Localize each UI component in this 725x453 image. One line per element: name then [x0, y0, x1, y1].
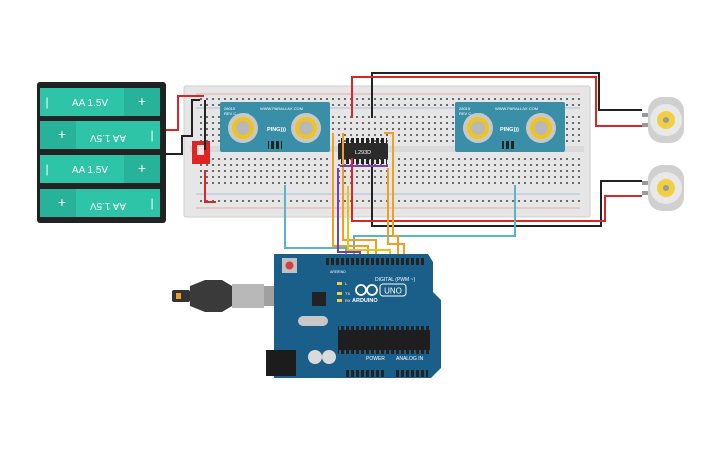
- minus-terminal: |: [45, 162, 48, 176]
- model-label: UNO: [384, 287, 402, 296]
- wire-red: [204, 170, 216, 203]
- ultrasonic-sensor-left[interactable]: 28015 REV C WWW.PARALLAX.COM PING))): [220, 102, 330, 152]
- sensor-model: 28015: [459, 106, 471, 111]
- battery-cell: + AA 1.5V |: [40, 189, 160, 217]
- dc-motor-bottom[interactable]: [642, 165, 684, 211]
- plus-terminal: +: [138, 93, 146, 109]
- brand-label: ARDUINO: [352, 298, 378, 304]
- sensor-model: 28015: [224, 106, 236, 111]
- battery-pack[interactable]: | AA 1.5V + + AA 1.5V | | AA 1.5V + + AA…: [37, 82, 166, 223]
- dc-motor-top[interactable]: [642, 97, 684, 143]
- sensor-name: PING))): [500, 127, 519, 133]
- wire-red: [351, 76, 642, 127]
- ultrasonic-sensor-right[interactable]: 28015 REV C WWW.PARALLAX.COM PING))): [455, 102, 565, 152]
- minus-terminal: |: [150, 196, 153, 210]
- wire-orange: [332, 133, 369, 258]
- battery-cell: + AA 1.5V |: [40, 121, 160, 149]
- ic-label: L293D: [355, 150, 371, 156]
- wire-black: [166, 99, 200, 155]
- wire-orange: [387, 168, 405, 258]
- analog-label: ANALOG IN: [396, 356, 424, 362]
- aref-label: AREF: [330, 270, 339, 274]
- usb-cable[interactable]: [172, 280, 278, 312]
- sensor-site: WWW.PARALLAX.COM: [495, 106, 538, 111]
- minus-terminal: |: [150, 128, 153, 142]
- battery-cell: | AA 1.5V +: [40, 88, 160, 116]
- wire-red: [351, 158, 642, 222]
- arduino-uno[interactable]: AREF GND DIGITAL (PWM ~) L TX RX ARDUINO…: [266, 254, 441, 378]
- led-l-label: L: [345, 281, 348, 286]
- plus-terminal: +: [138, 160, 146, 176]
- battery-cell-label: AA 1.5V: [72, 98, 108, 109]
- slide-switch[interactable]: [192, 141, 210, 164]
- sensor-site: WWW.PARALLAX.COM: [260, 106, 303, 111]
- gnd-label: GND: [338, 270, 346, 274]
- motor-driver-ic[interactable]: L293D: [338, 138, 388, 164]
- wire-black: [371, 158, 642, 227]
- battery-cell: | AA 1.5V +: [40, 155, 160, 183]
- digital-label: DIGITAL (PWM ~): [375, 277, 415, 283]
- wires: [166, 72, 642, 258]
- sensor-rev: REV C: [459, 111, 471, 116]
- sensor-rev: REV C: [224, 111, 236, 116]
- led-rx-label: RX: [345, 298, 351, 303]
- sensor-name: PING))): [267, 127, 286, 133]
- wire-red: [166, 95, 204, 131]
- battery-cell-label: AA 1.5V: [90, 200, 126, 211]
- led-tx-label: TX: [345, 291, 350, 296]
- plus-terminal: +: [58, 194, 66, 210]
- wire-black: [371, 72, 642, 118]
- battery-cell-label: AA 1.5V: [72, 165, 108, 176]
- minus-terminal: |: [45, 95, 48, 109]
- arduino-logo: [355, 284, 378, 296]
- battery-cell-label: AA 1.5V: [90, 132, 126, 143]
- plus-terminal: +: [58, 126, 66, 142]
- power-label: POWER: [366, 356, 385, 362]
